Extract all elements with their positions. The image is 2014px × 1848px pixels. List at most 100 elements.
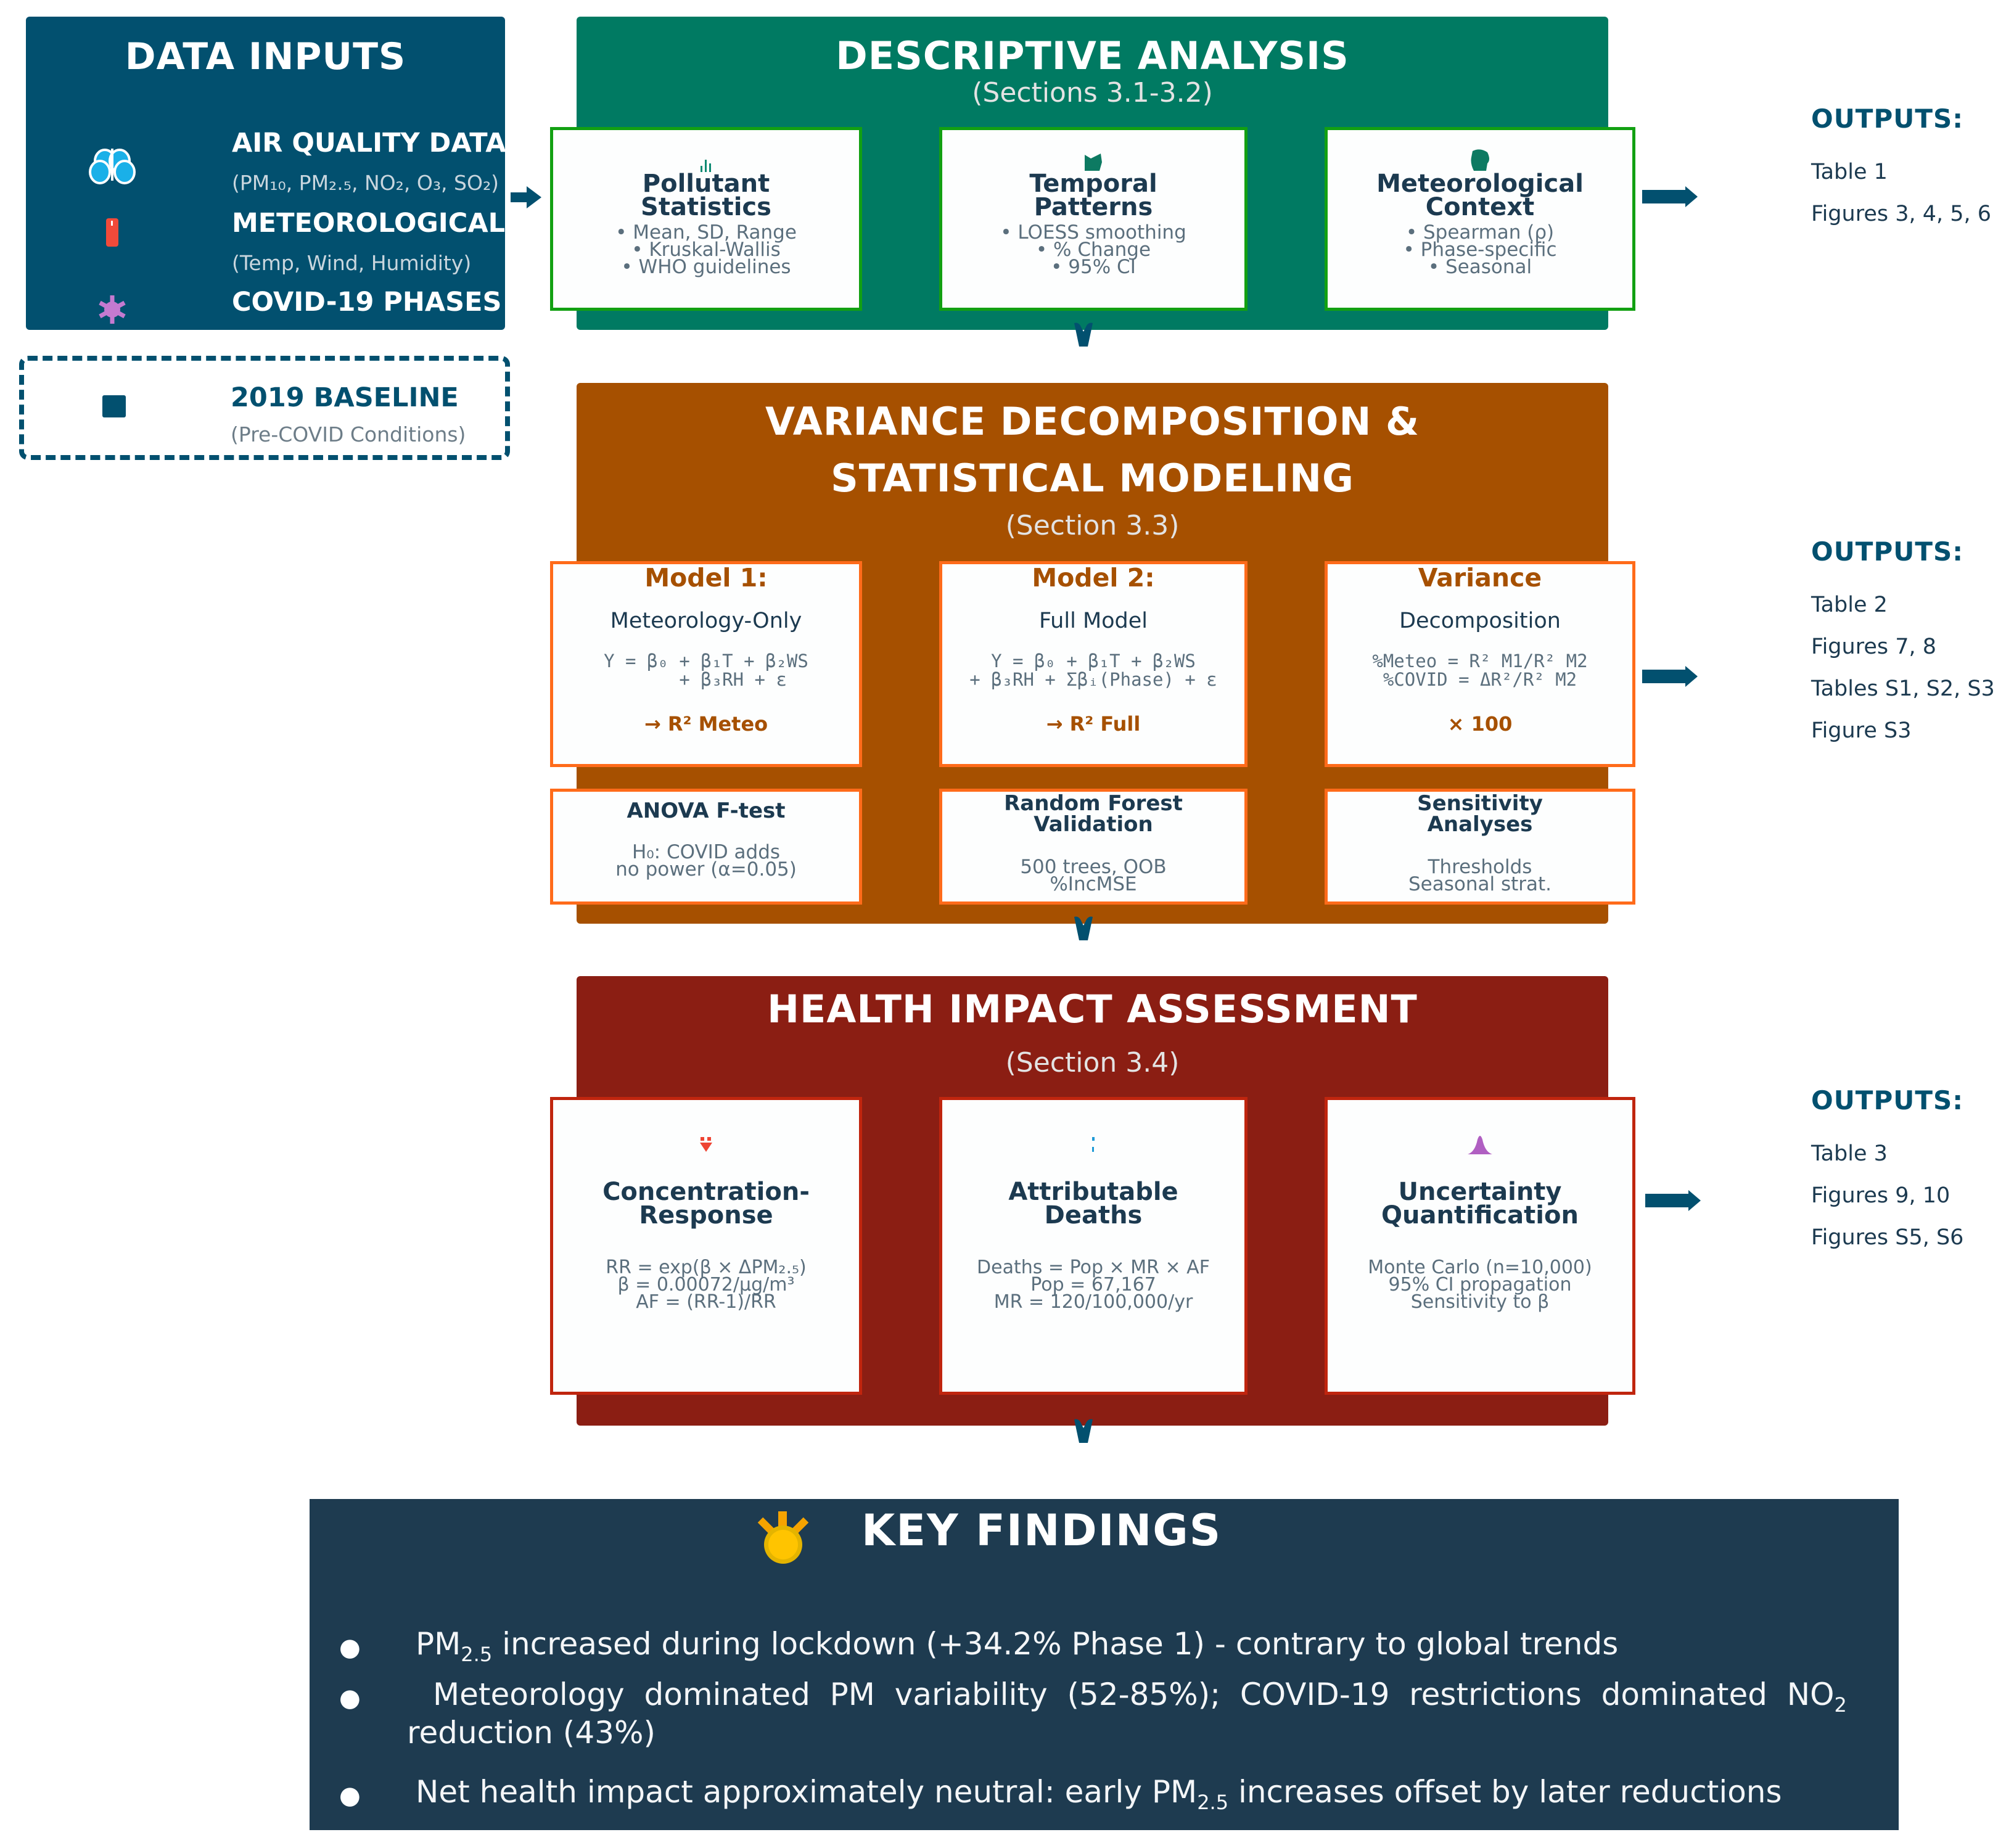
card-title: Concentration-Response (602, 1178, 810, 1230)
finding-2: Meteorology dominated PM variability (52… (433, 1677, 1847, 1717)
trend-chart-icon (942, 152, 1244, 172)
card-bullets: • LOESS smoothing• % Change• 95% CI (1000, 221, 1186, 278)
variance-outputs: OUTPUTS: Table 2 Figures 7, 8 Tables S1,… (1811, 536, 1995, 743)
air-quality-title: AIR QUALITY DATA (232, 128, 506, 158)
finding-3: Net health impact approximately neutral:… (416, 1774, 1782, 1814)
data-inputs-title: DATA INPUTS (125, 35, 406, 78)
output-item: Table 2 (1811, 593, 1888, 617)
output-item: Table 3 (1811, 1141, 1888, 1166)
card-title: ANOVA F-test (627, 799, 786, 823)
heart-icon (553, 1137, 859, 1156)
baseline-title: 2019 BASELINE (231, 382, 459, 413)
baseline-panel: 2019 BASELINE (Pre-COVID Conditions) (19, 356, 510, 460)
card-bullets: • Spearman (ρ)• Phase-specific• Seasonal (1403, 221, 1557, 278)
output-item: Figures 3, 4, 5, 6 (1811, 202, 1992, 226)
arrow-right-icon (1642, 666, 1698, 687)
lightbulb-icon (757, 1511, 809, 1564)
card-body: 500 trees, OOB%IncMSE (1020, 856, 1167, 895)
output-item: Figure S3 (1811, 718, 1912, 743)
virus-icon (84, 294, 140, 325)
descriptive-title: DESCRIPTIVE ANALYSIS (836, 33, 1349, 78)
model-result: → R² Full (1046, 712, 1141, 736)
bullet-icon: ● (339, 1781, 361, 1810)
output-item: Tables S1, S2, S3 (1811, 676, 1995, 701)
arrow-right-icon (1645, 1190, 1701, 1211)
output-item: Figures 9, 10 (1811, 1183, 1950, 1208)
descriptive-outputs: OUTPUTS: Table 1 Figures 3, 4, 5, 6 (1811, 104, 1991, 226)
bullet-icon: ● (339, 1633, 361, 1662)
bullet-icon: ● (339, 1684, 361, 1712)
descriptive-subtitle: (Sections 3.1-3.2) (972, 77, 1213, 109)
covid-phases-title: COVID-19 PHASES (232, 287, 502, 318)
meteorological-title: METEOROLOGICAL (232, 208, 506, 239)
bar-chart-icon (553, 160, 859, 172)
thermometer-icon (84, 217, 140, 248)
output-item: Table 1 (1811, 160, 1888, 184)
model-subtitle: Meteorology-Only (610, 609, 802, 633)
person-icon (942, 1137, 1244, 1156)
arrow-down-icon (1074, 916, 1093, 940)
model-1-card: Model 1: Meteorology-Only Y = β₀ + β₁T +… (550, 561, 862, 767)
variance-title-line1: VARIANCE DECOMPOSITION & (765, 399, 1420, 444)
finding-1: PM2.5 increased during lockdown (+34.2% … (416, 1626, 1619, 1666)
baseline-subtitle: (Pre-COVID Conditions) (231, 422, 466, 446)
square-icon (102, 395, 126, 417)
model-result: → R² Meteo (644, 712, 768, 736)
air-quality-subtitle: (PM₁₀, PM₂.₅, NO₂, O₃, SO₂) (232, 171, 499, 195)
model-result: × 100 (1447, 712, 1513, 736)
model-formula: Y = β₀ + β₁T + β₂WS + β₃RH + ε (604, 651, 808, 690)
card-body: Monte Carlo (n=10,000)95% CI propagation… (1368, 1257, 1592, 1313)
model-title: Model 2: (1032, 563, 1155, 593)
arrow-down-icon (1074, 1419, 1093, 1443)
meteorological-subtitle: (Temp, Wind, Humidity) (232, 251, 472, 275)
distribution-icon (1328, 1133, 1632, 1156)
health-title: HEALTH IMPACT ASSESSMENT (767, 987, 1418, 1032)
model-subtitle: Full Model (1038, 609, 1148, 633)
output-item: Figures 7, 8 (1811, 634, 1937, 659)
model-title: Variance (1418, 563, 1542, 593)
variance-subtitle: (Section 3.3) (1005, 510, 1180, 541)
key-findings-panel: KEY FINDINGS ● PM2.5 increased during lo… (310, 1499, 1899, 1830)
key-findings-title: KEY FINDINGS (861, 1505, 1222, 1556)
concentration-response-card: Concentration-Response RR = exp(β × ΔPM₂… (550, 1097, 862, 1395)
health-subtitle: (Section 3.4) (1005, 1047, 1180, 1078)
model-subtitle: Decomposition (1399, 609, 1561, 633)
outputs-label: OUTPUTS: (1811, 536, 1964, 567)
lungs-icon (84, 146, 140, 186)
finding-2-line2: reduction (43%) (407, 1715, 656, 1751)
arrow-down-icon (1074, 322, 1093, 347)
model-title: Model 1: (644, 563, 768, 593)
health-outputs: OUTPUTS: Table 3 Figures 9, 10 Figures S… (1811, 1085, 1963, 1250)
model-formula: Y = β₀ + β₁T + β₂WS + β₃RH + Σβᵢ(Phase) … (969, 651, 1217, 690)
weather-icon (1328, 149, 1632, 172)
model-2-card: Model 2: Full Model Y = β₀ + β₁T + β₂WS … (939, 561, 1247, 767)
outputs-label: OUTPUTS: (1811, 1085, 1964, 1115)
variance-title-line2: STATISTICAL MODELING (831, 456, 1354, 501)
output-item: Figures S5, S6 (1811, 1225, 1964, 1250)
arrow-right-icon (1642, 186, 1698, 207)
model-formula: %Meteo = R² M1/R² M2 %COVID = ΔR²/R² M2 (1372, 651, 1588, 690)
outputs-label: OUTPUTS: (1811, 104, 1964, 134)
data-inputs-panel: DATA INPUTS AIR QUALITY DATA (PM₁₀, PM₂.… (26, 17, 506, 330)
card-bullets: • Mean, SD, Range• Kruskal-Wallis• WHO g… (615, 221, 797, 278)
arrow-right-icon (511, 186, 541, 208)
variance-decomposition-card: Variance Decomposition %Meteo = R² M1/R²… (1325, 561, 1635, 767)
